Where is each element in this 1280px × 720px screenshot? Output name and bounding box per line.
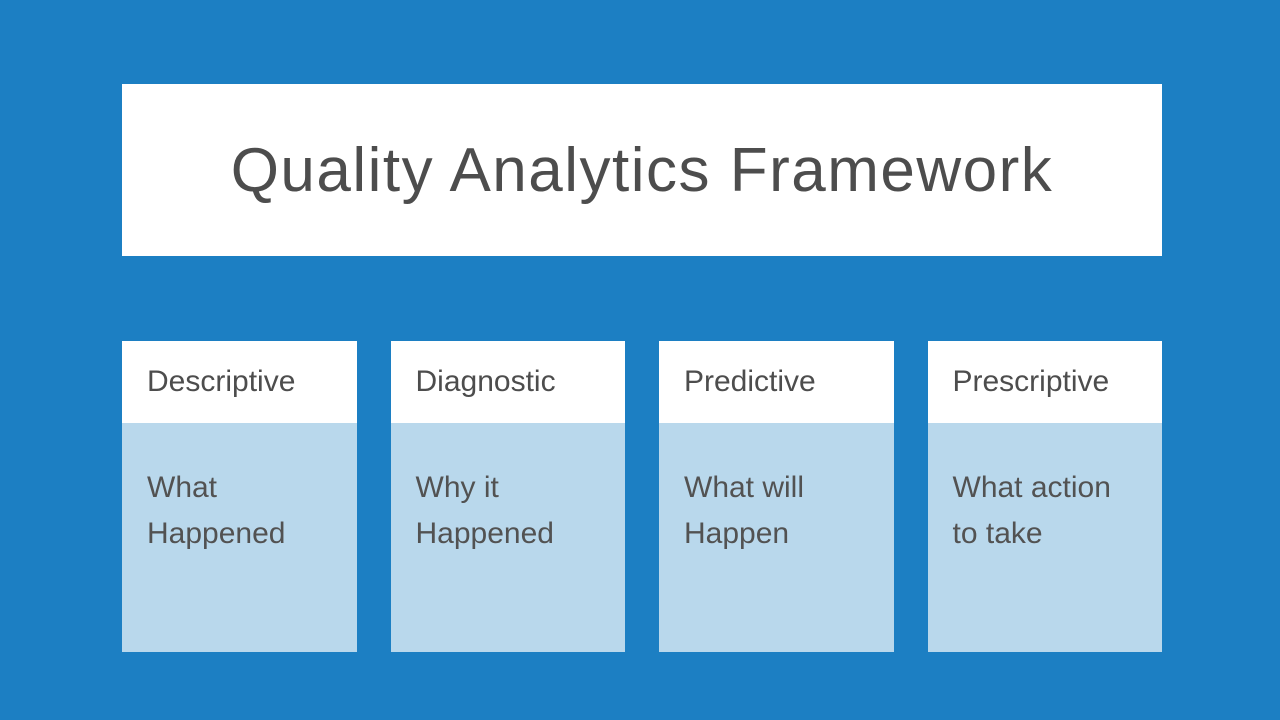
card-header-prescriptive: Prescriptive [927,341,1162,423]
card-body-predictive: What will Happen [659,423,894,652]
title-bar: Quality Analytics Framework [122,84,1162,256]
card-header-descriptive: Descriptive [122,341,357,423]
card-body-descriptive: What Happened [122,423,357,652]
card-predictive: Predictive What will Happen [659,341,894,652]
card-body-diagnostic: Why it Happened [390,423,625,652]
card-prescriptive: Prescriptive What action to take [927,341,1162,652]
card-body-prescriptive: What action to take [927,423,1162,652]
card-header-predictive: Predictive [659,341,894,423]
slide-title: Quality Analytics Framework [230,135,1054,205]
card-diagnostic: Diagnostic Why it Happened [390,341,625,652]
card-descriptive: Descriptive What Happened [122,341,357,652]
analytics-columns: Descriptive What Happened Diagnostic Why… [122,341,1162,652]
card-header-diagnostic: Diagnostic [390,341,625,423]
